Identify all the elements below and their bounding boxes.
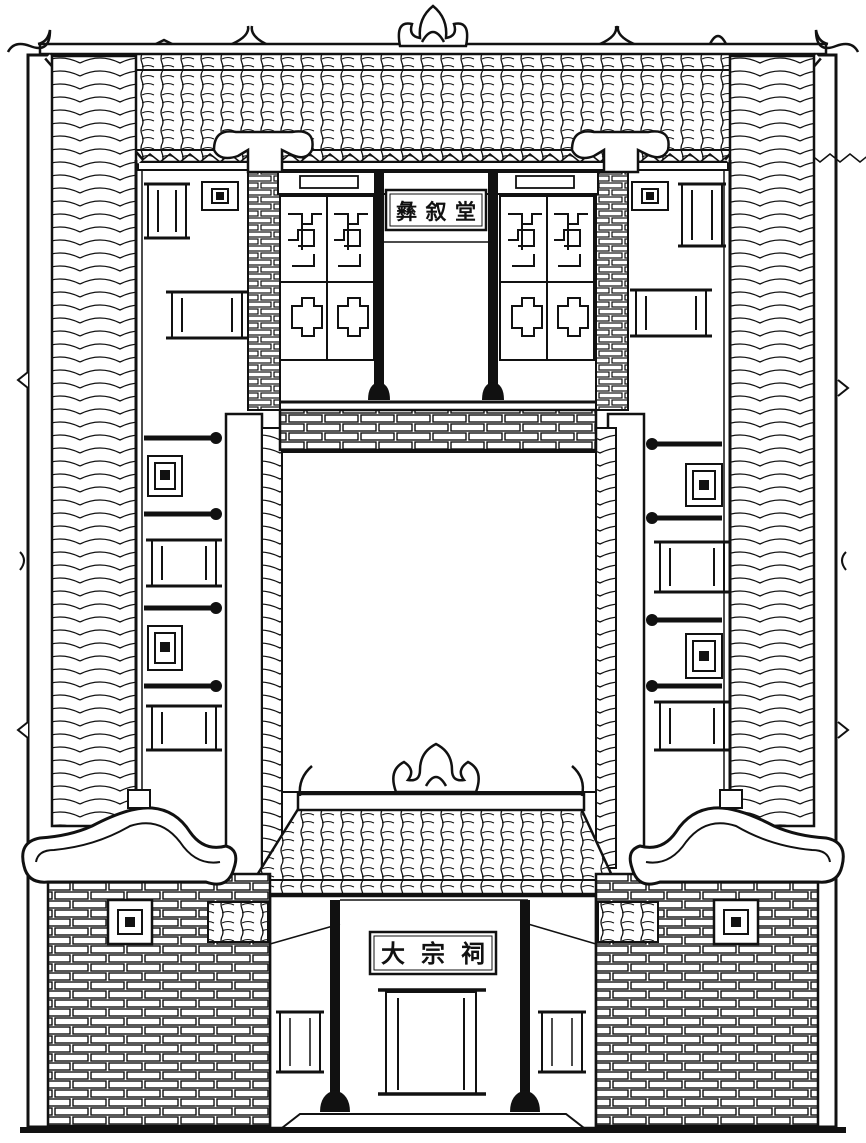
left-corridor: [144, 432, 222, 752]
right-corridor-roof: [723, 54, 816, 828]
cloud-scroll-ornament: [6, 25, 860, 53]
gate-house: 大宗祠: [268, 894, 598, 1130]
flame-finial-ornament: [397, 4, 469, 48]
left-front-wing: [21, 789, 272, 1128]
right-corridor: [646, 438, 730, 752]
courtyard-walls: [224, 408, 646, 896]
upper-hall-plaque: 彝叙堂: [384, 188, 488, 232]
lattice-window-icon: [499, 195, 595, 361]
side-rooms: [144, 181, 726, 340]
lattice-window-icon: [279, 195, 375, 361]
gate-plaque: 大宗祠: [368, 930, 498, 976]
gate-plaque-text: 大宗祠: [381, 939, 485, 968]
upper-hall: 彝叙堂: [247, 171, 629, 411]
upper-hall-plaque-text: 彝叙堂: [396, 199, 476, 224]
right-front-wing: [594, 789, 845, 1128]
cloud-scroll-ornament: [212, 130, 670, 174]
left-corridor-roof: [50, 54, 143, 828]
flame-finial-ornament: [392, 742, 480, 794]
